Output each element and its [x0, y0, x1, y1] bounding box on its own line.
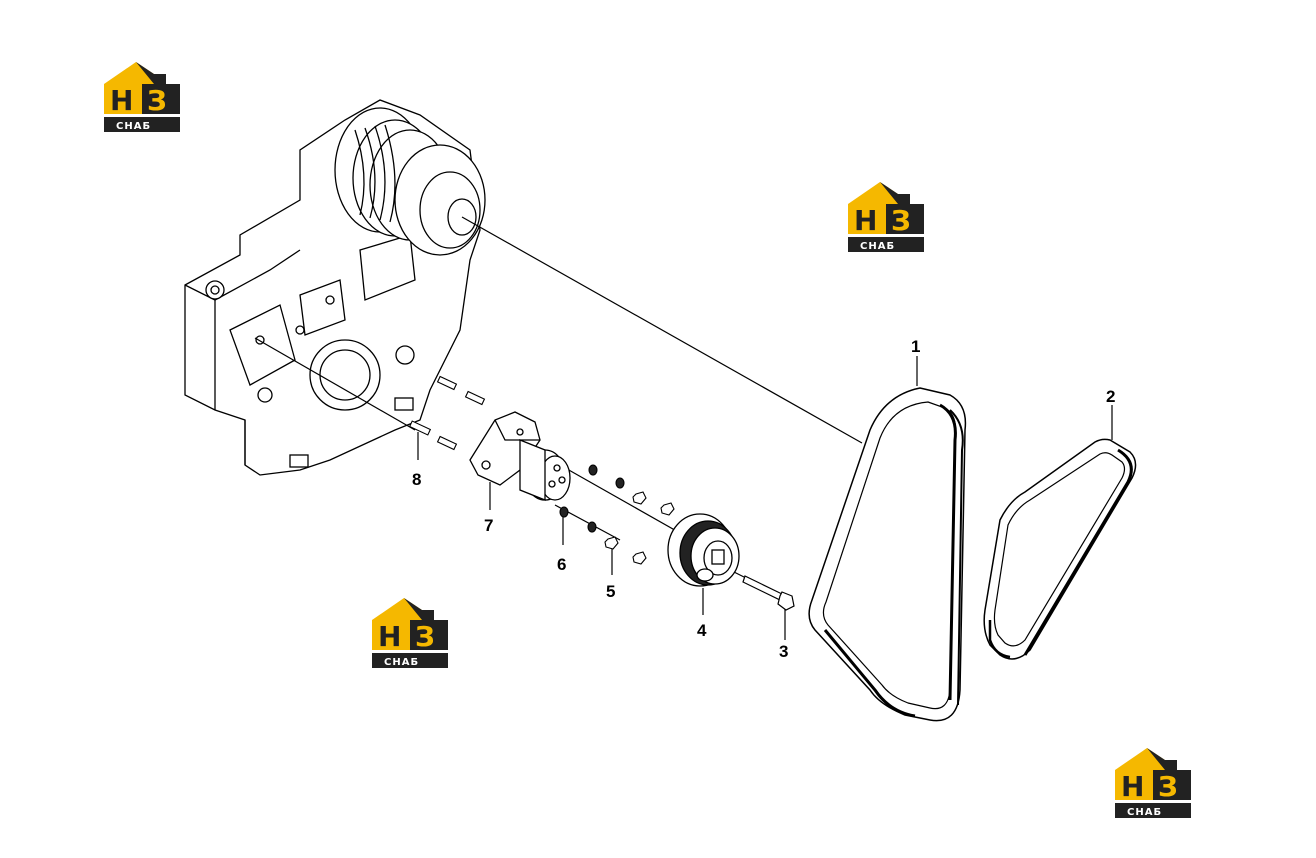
logo-bottom-left: Н З СНАБ	[372, 598, 448, 668]
callout-5: 5	[606, 582, 615, 601]
logo-top-left: Н З СНАБ	[104, 62, 180, 132]
logo-top-right: Н З СНАБ	[848, 182, 924, 252]
logo-bottom-right: Н З СНАБ	[1115, 748, 1191, 818]
engine-front-cover	[184, 99, 486, 476]
bracket	[469, 411, 571, 501]
callout-7: 7	[484, 516, 493, 535]
logo-letter-h: Н	[854, 204, 877, 237]
nuts-washers	[559, 464, 675, 565]
bolt	[742, 575, 795, 611]
logo-caption: СНАБ	[860, 241, 895, 252]
logo-letter-h: Н	[110, 84, 133, 117]
belt-large	[808, 387, 967, 722]
logo-letter-3: З	[147, 84, 167, 117]
leader-line-belt-1	[461, 216, 863, 444]
belt-small	[983, 438, 1137, 660]
logo-caption: СНАБ	[1127, 807, 1162, 818]
callout-2: 2	[1106, 387, 1115, 406]
logo-caption: СНАБ	[384, 657, 419, 668]
callout-8: 8	[412, 470, 421, 489]
logo-letter-h: Н	[1121, 770, 1144, 803]
logo-letter-3: З	[415, 620, 435, 653]
callout-3: 3	[779, 642, 788, 661]
studs	[408, 375, 486, 451]
callout-4: 4	[697, 621, 707, 640]
leader-line-stud	[254, 337, 416, 431]
logo-letter-3: З	[891, 204, 911, 237]
callout-6: 6	[557, 555, 566, 574]
logo-letter-3: З	[1158, 770, 1178, 803]
logo-letter-h: Н	[378, 620, 401, 653]
callout-1: 1	[911, 337, 920, 356]
idler-pulley	[667, 513, 740, 587]
logo-caption: СНАБ	[116, 121, 151, 132]
